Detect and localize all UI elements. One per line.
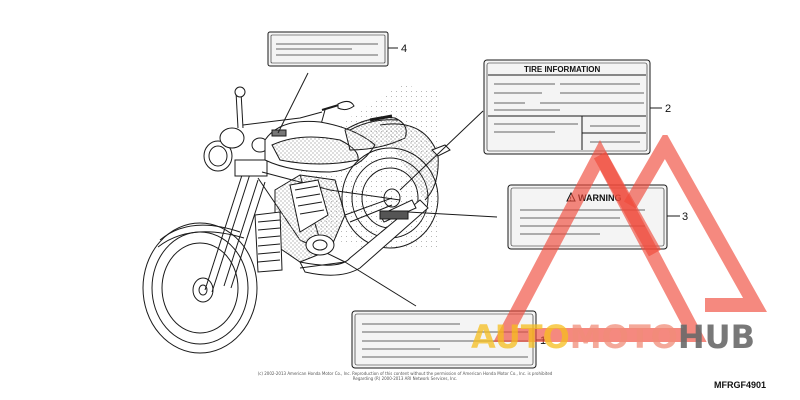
handlebars [234,86,355,129]
motorcycle-illustration [142,85,451,354]
headlight [203,127,269,172]
watermark-text: AUTOMOTOHUB [471,318,756,356]
callout-3: 3 [682,211,688,223]
front-fork [204,159,268,293]
engine [254,174,346,273]
label-4: 4 [267,31,407,67]
front-wheel [142,222,258,354]
warning-title: WARNING [578,193,622,203]
diagram-code: MFRGF4901 [714,380,767,390]
label-marker-tire [379,210,409,220]
copyright-line-1: (c) 2002-2013 American Honda Motor Co., … [257,371,553,376]
label-2-tire-information: TIRE INFORMATION 2 [483,59,671,155]
tire-information-title: TIRE INFORMATION [524,65,601,74]
callout-4: 4 [401,43,407,55]
swingarm [344,197,393,223]
leader-lines [277,72,498,307]
watermark-logo-icon [493,135,767,342]
copyright-notice: (c) 2002-2013 American Honda Motor Co., … [215,371,595,381]
callout-2: 2 [665,103,671,115]
copyright-line-2: Regarding (R) 2000-2013 ARI Network Serv… [352,376,458,381]
